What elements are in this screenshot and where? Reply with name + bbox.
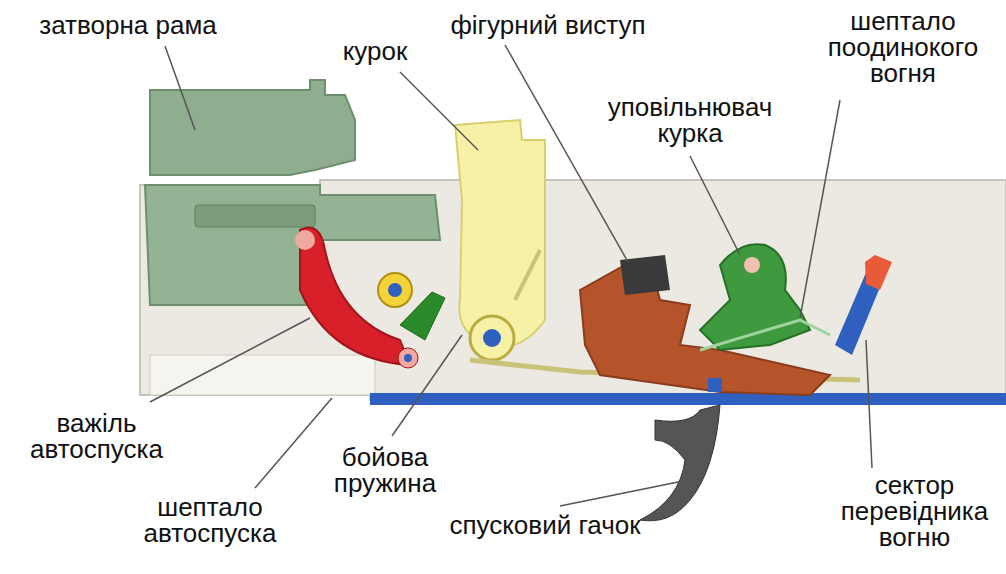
hammer — [455, 120, 545, 347]
hammer-pin — [483, 329, 501, 347]
part-label: важіль автоспуска — [4, 410, 189, 462]
receiver-wall — [150, 355, 375, 395]
bolt-carrier-lower — [145, 185, 440, 305]
single-fire-sear — [700, 320, 830, 350]
trigger-guard-plate — [370, 393, 1006, 405]
bolt-carrier — [150, 80, 355, 175]
part-label: шептало автоспуска — [95, 494, 325, 546]
leader-lines — [150, 45, 872, 506]
trigger-hook — [640, 405, 720, 521]
auto-sear-axle — [398, 348, 418, 368]
part-label: фігурний виступ — [418, 12, 678, 38]
mainspring-end — [515, 250, 540, 300]
bolt-carrier-slot — [195, 205, 315, 227]
receiver — [140, 180, 1006, 400]
part-label: спусковий гачок — [445, 512, 645, 538]
part-label: шептало поодинокого вогня — [816, 8, 991, 86]
part-label: сектор перевідника вогню — [827, 472, 1002, 550]
selector-tip — [865, 255, 892, 290]
axle-ring — [378, 273, 412, 307]
part-label: затворна рама — [8, 12, 248, 38]
retarder-pin — [744, 257, 760, 273]
hammer-axle — [470, 316, 514, 360]
trigger-axle — [708, 378, 722, 392]
part-label: уповільнювач курка — [580, 94, 800, 146]
auto-sear-pin — [404, 354, 412, 362]
axle-pin — [388, 283, 402, 297]
part-label: бойова пружина — [298, 444, 473, 496]
auto-sear-tip — [295, 230, 315, 250]
part-label: курок — [315, 38, 435, 64]
auto-sear-lever — [300, 228, 410, 366]
